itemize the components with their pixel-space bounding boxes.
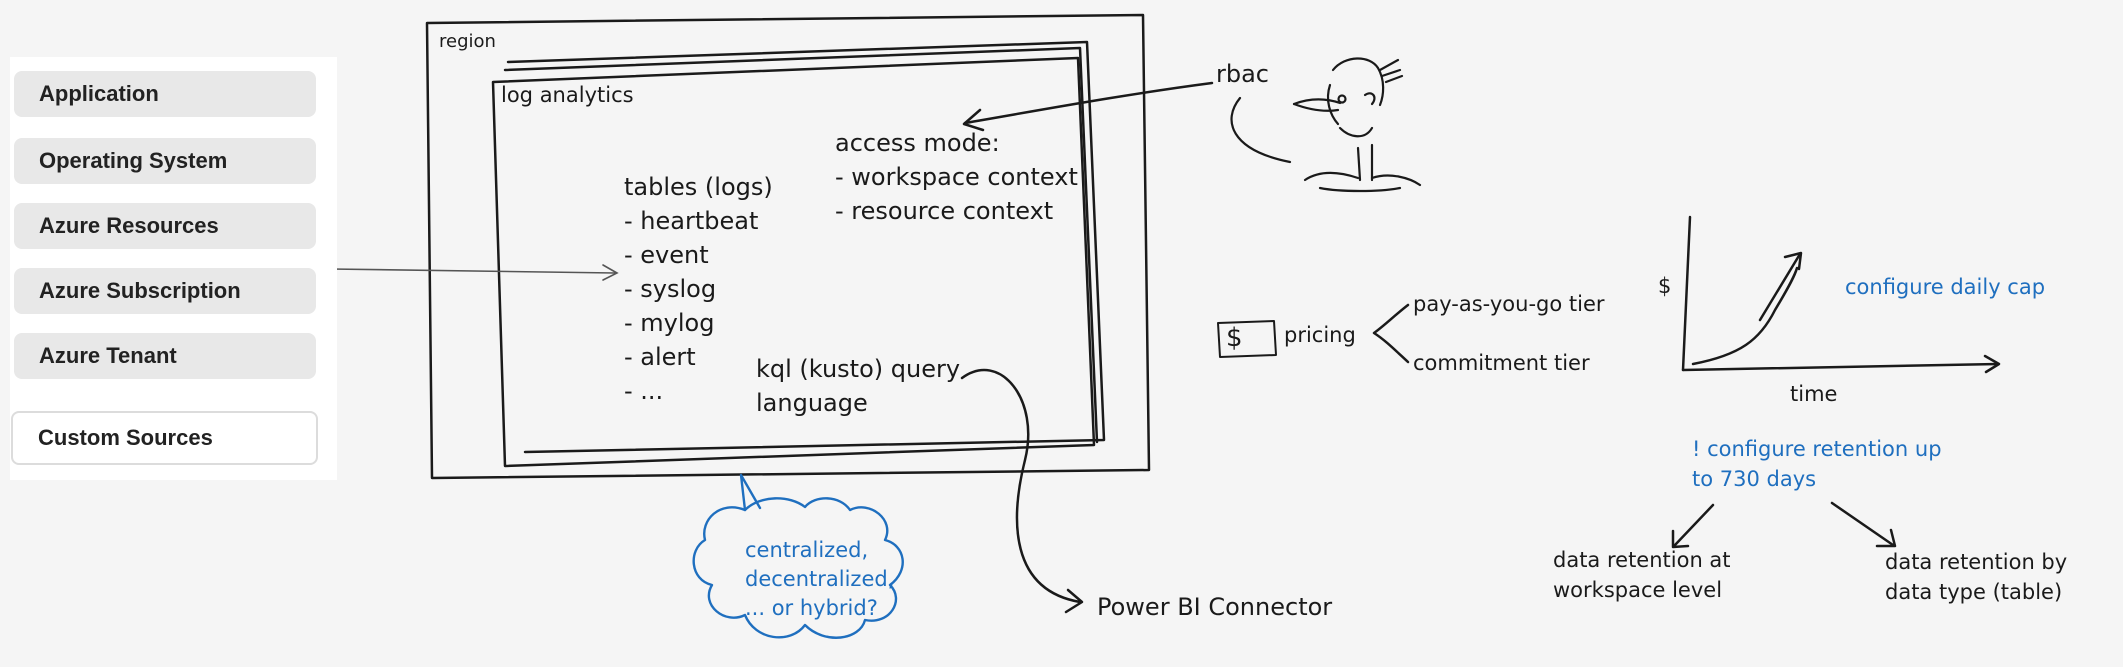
table-item: - ...	[624, 377, 664, 405]
table-item: - heartbeat	[624, 207, 759, 235]
cloud-line-2: decentralized,	[745, 567, 895, 591]
pricing-brace	[1372, 303, 1410, 364]
chart-curve-arrow-head	[1783, 251, 1803, 271]
tables-heading: tables (logs)	[624, 173, 773, 201]
workspace-sheet-back-2	[506, 40, 1106, 454]
retention-line-1: ! configure retention up	[1692, 437, 1942, 461]
sources-to-tables-arrow-head	[602, 264, 619, 281]
kql-line-2: language	[756, 389, 868, 417]
pricing-tier-payg: pay-as-you-go tier	[1413, 292, 1605, 316]
table-item: - mylog	[624, 309, 715, 337]
retention-left-line-1: data retention at	[1553, 548, 1731, 572]
chart-cost-curve	[1691, 266, 1799, 366]
workspace-box	[491, 56, 1096, 468]
chart-x-label: time	[1790, 382, 1838, 406]
source-operating-system: Operating System	[14, 138, 316, 184]
daily-cap-annotation: configure daily cap	[1845, 275, 2046, 299]
source-custom: Custom Sources	[11, 411, 318, 465]
data-sources-panel: Application Operating System Azure Resou…	[10, 57, 337, 480]
region-box	[425, 13, 1151, 480]
kql-line-1: kql (kusto) query	[756, 355, 961, 383]
retention-right-arrow-head	[1875, 528, 1897, 548]
access-mode-heading: access mode:	[835, 129, 1000, 157]
retention-right-arrow	[1830, 501, 1895, 547]
pricing-tier-commitment: commitment tier	[1413, 351, 1590, 375]
chart-y-label: $	[1658, 274, 1672, 298]
kql-label: kql (kusto) query language	[756, 352, 960, 420]
table-item: - alert	[624, 343, 696, 371]
sources-to-tables-arrow	[329, 268, 616, 274]
retention-note: ! configure retention up to 730 days	[1692, 434, 1942, 494]
chart-y-axis	[1681, 215, 1692, 372]
table-item: - event	[624, 241, 709, 269]
access-mode-item: - workspace context	[835, 163, 1078, 191]
cloud-text: centralized, decentralized, ... or hybri…	[745, 536, 894, 623]
access-mode-item: - resource context	[835, 197, 1054, 225]
access-mode-list: access mode: - workspace context - resou…	[835, 126, 1078, 228]
source-azure-resources: Azure Resources	[14, 203, 316, 249]
source-application: Application	[14, 71, 316, 117]
retention-left-arrow	[1673, 503, 1715, 547]
source-azure-tenant: Azure Tenant	[14, 333, 316, 379]
chart-curve-arrow	[1758, 252, 1802, 322]
pricing-box	[1217, 320, 1277, 358]
rbac-label: rbac	[1216, 60, 1270, 88]
cloud-bubble	[692, 497, 904, 639]
workspace-sheet-back-1	[503, 46, 1099, 444]
region-label: region	[439, 31, 496, 52]
retention-by-table: data retention by data type (table)	[1885, 547, 2067, 607]
retention-right-line-1: data retention by	[1885, 550, 2068, 574]
pricing-label: pricing	[1284, 323, 1356, 347]
cloud-tail	[739, 473, 762, 512]
person-figure	[1230, 57, 1422, 193]
powerbi-arrow	[960, 368, 1082, 604]
retention-right-line-2: data type (table)	[1885, 580, 2063, 604]
cloud-line-3: ... or hybrid?	[745, 596, 878, 620]
rbac-arrow-head	[962, 108, 985, 132]
chart-x-arrow-head	[1983, 354, 2001, 374]
powerbi-arrow-head	[1064, 588, 1084, 614]
cloud-line-1: centralized,	[745, 538, 869, 562]
power-bi-connector-label: Power BI Connector	[1097, 593, 1333, 621]
tables-list: tables (logs) - heartbeat - event - sysl…	[624, 170, 773, 408]
table-item: - syslog	[624, 275, 717, 303]
retention-workspace-level: data retention at workspace level	[1553, 545, 1731, 605]
retention-line-2: to 730 days	[1692, 467, 1817, 491]
source-azure-subscription: Azure Subscription	[14, 268, 316, 314]
dollar-icon: $	[1226, 323, 1243, 353]
rbac-arrow	[963, 81, 1214, 125]
workspace-label: log analytics	[501, 83, 634, 107]
chart-x-axis	[1681, 362, 2000, 372]
retention-left-arrow-head	[1671, 529, 1690, 549]
retention-left-line-2: workspace level	[1553, 578, 1723, 602]
